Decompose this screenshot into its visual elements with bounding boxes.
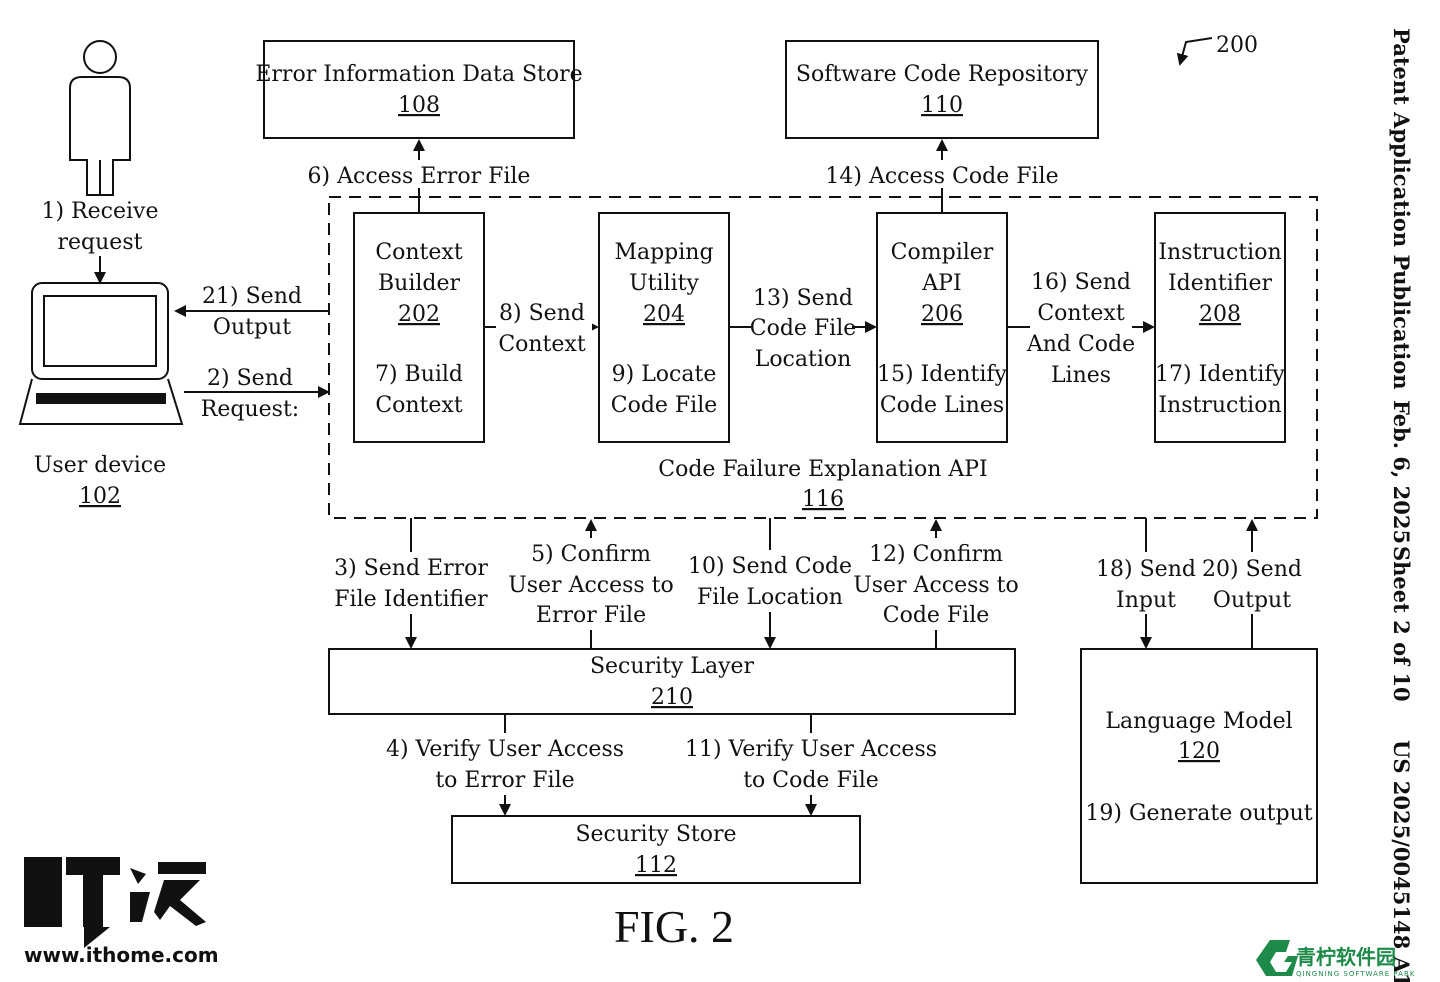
step-2-line-2: Request: <box>201 397 299 422</box>
instruction-identifier-line-2: Identifier <box>1168 271 1273 296</box>
error-store-number: 108 <box>398 93 440 118</box>
security-store-box <box>451 815 861 884</box>
software-code-repository-box <box>785 40 1099 139</box>
step-2-line-1: 2) Send <box>207 366 293 391</box>
compiler-api-line-1: Compiler <box>891 240 994 265</box>
step-21-line-2: Output <box>213 315 291 340</box>
step-5-line-3: Error File <box>536 603 646 628</box>
step-20-line-1: 20) Send <box>1202 557 1302 582</box>
user-step-label-2: request <box>58 230 143 255</box>
security-store-number: 112 <box>635 853 677 878</box>
error-store-label: Error Information Data Store <box>255 62 582 87</box>
step-5-line-2: User Access to <box>508 573 674 598</box>
step-9-line-2: Code File <box>611 393 718 418</box>
step-16-line-2: Context <box>1037 301 1125 326</box>
security-store-label: Security Store <box>575 822 736 847</box>
ithome-url: www.ithome.com <box>24 943 219 967</box>
step-18-line-2: Input <box>1116 588 1176 613</box>
security-layer-label: Security Layer <box>590 654 755 679</box>
instruction-identifier-line-1: Instruction <box>1158 240 1281 265</box>
mapping-utility-line-1: Mapping <box>614 240 713 265</box>
step-18-line-1: 18) Send <box>1096 557 1196 582</box>
step-8-line-1: 8) Send <box>499 301 585 326</box>
step-15-line-2: Code Lines <box>880 393 1004 418</box>
security-layer-number: 210 <box>651 685 693 710</box>
laptop-icon <box>18 282 184 425</box>
step-16-line-1: 16) Send <box>1031 270 1131 295</box>
step-13-line-1: 13) Send <box>753 286 853 311</box>
mapping-utility-line-2: Utility <box>629 271 699 296</box>
qingning-name: 青柠软件园 <box>1296 945 1396 969</box>
instruction-identifier-box <box>1154 212 1286 443</box>
side-header: Patent Application Publication Feb. 6, 2… <box>1389 28 1414 982</box>
step-9-line-1: 9) Locate <box>612 362 717 387</box>
step-7-line-1: 7) Build <box>375 362 463 387</box>
code-repo-label: Software Code Repository <box>796 62 1089 87</box>
step-16-line-3: And Code <box>1026 332 1135 357</box>
side-publication: Patent Application Publication <box>1389 28 1414 390</box>
side-number: US 2025/0045148 A1 <box>1389 740 1414 982</box>
compiler-api-box <box>876 212 1008 443</box>
figure-caption: FIG. 2 <box>614 901 734 952</box>
qingning-logo-icon <box>1256 940 1298 976</box>
user-device-number: 102 <box>79 484 121 509</box>
step-13-line-3: Location <box>755 347 852 372</box>
step-11-line-2: to Code File <box>743 768 879 793</box>
step-12-line-1: 12) Confirm <box>869 542 1003 567</box>
step-17-line-2: Instruction <box>1158 393 1281 418</box>
step-15-line-1: 15) Identify <box>877 362 1008 387</box>
compiler-api-line-2: API <box>921 271 961 296</box>
compiler-api-number: 206 <box>921 302 963 327</box>
context-builder-line-2: Builder <box>378 271 461 296</box>
step-14-label: 14) Access Code File <box>825 164 1058 189</box>
step-12-line-3: Code File <box>883 603 990 628</box>
figure-ref-arrow <box>1176 37 1213 66</box>
user-icon <box>69 40 131 196</box>
step-16-line-4: Lines <box>1051 363 1111 388</box>
step-13-line-2: Code File <box>750 316 857 341</box>
security-layer-box <box>328 648 1016 715</box>
step-19-label: 19) Generate output <box>1085 801 1312 826</box>
context-builder-box <box>353 212 485 443</box>
step-8-line-2: Context <box>498 332 586 357</box>
step-4-line-1: 4) Verify User Access <box>386 737 624 762</box>
side-date: Feb. 6, 2025 <box>1389 400 1414 544</box>
step-3-line-1: 3) Send Error <box>334 556 488 581</box>
figure-ref-number: 200 <box>1216 33 1258 58</box>
error-information-data-store-box <box>263 40 575 139</box>
step-10-line-1: 10) Send Code <box>688 554 852 579</box>
step-3-line-2: File Identifier <box>334 587 488 612</box>
step-10-line-2: File Location <box>697 585 843 610</box>
user-device-label: User device <box>34 453 166 478</box>
context-builder-line-1: Context <box>375 240 463 265</box>
qingning-subtitle: QINGNING SOFTWARE PARK <box>1296 970 1415 978</box>
mapping-utility-number: 204 <box>643 302 685 327</box>
instruction-identifier-number: 208 <box>1199 302 1241 327</box>
language-model-label: Language Model <box>1105 709 1292 734</box>
step-6-label: 6) Access Error File <box>308 164 531 189</box>
side-sheet: Sheet 2 of 10 <box>1389 546 1414 702</box>
api-label: Code Failure Explanation API <box>658 457 987 482</box>
step-4-line-2: to Error File <box>435 768 574 793</box>
step-21-line-1: 21) Send <box>202 284 302 309</box>
step-7-line-2: Context <box>375 393 463 418</box>
ithome-logo <box>24 857 206 948</box>
step-20-line-2: Output <box>1213 588 1291 613</box>
language-model-number: 120 <box>1178 739 1220 764</box>
user-step-label-1: 1) Receive <box>42 199 159 224</box>
code-failure-explanation-api-container <box>328 196 1318 519</box>
context-builder-number: 202 <box>398 302 440 327</box>
api-number: 116 <box>802 487 844 512</box>
step-5-line-1: 5) Confirm <box>531 542 651 567</box>
step-12-line-2: User Access to <box>853 573 1019 598</box>
code-repo-number: 110 <box>921 93 963 118</box>
mapping-utility-box <box>598 212 730 443</box>
step-11-line-1: 11) Verify User Access <box>685 737 937 762</box>
language-model-box <box>1080 648 1318 884</box>
step-17-line-1: 17) Identify <box>1155 362 1286 387</box>
